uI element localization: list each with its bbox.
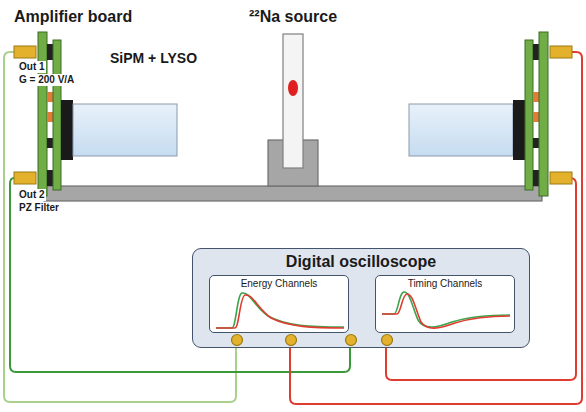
part-label: SiPM + LYSO — [110, 50, 197, 66]
sma-connector — [550, 172, 572, 184]
sipm — [61, 100, 73, 160]
pcb-board — [38, 32, 47, 196]
part-label: ²²Na source — [249, 8, 337, 26]
sma-connector — [550, 46, 572, 58]
screen-panel: Energy Channels — [209, 275, 349, 333]
bnc-input — [232, 335, 243, 346]
component — [533, 170, 539, 186]
component — [47, 44, 53, 60]
component — [533, 92, 539, 102]
sma-connector — [14, 46, 36, 58]
signal-name: Out 2 — [18, 189, 46, 201]
pcb-board — [53, 40, 61, 190]
lyso-crystal — [73, 104, 177, 156]
component — [533, 138, 539, 148]
box-title: Digital oscilloscope — [193, 253, 529, 271]
signal-trace — [382, 292, 510, 327]
component — [47, 112, 53, 122]
component — [47, 170, 53, 186]
pcb-board — [525, 40, 533, 190]
pcb-board — [539, 32, 548, 196]
source-holder — [283, 34, 303, 168]
screen-title: Timing Channels — [376, 278, 514, 289]
radioactive-source — [288, 80, 298, 96]
bnc-input — [382, 335, 393, 346]
gain-value: G = 200 V/A — [18, 74, 75, 86]
signal-trace — [216, 293, 344, 328]
cable — [290, 52, 582, 404]
lyso-crystal — [409, 104, 513, 156]
part-label: Amplifier board — [14, 8, 132, 26]
sipm — [513, 100, 525, 160]
filter-name: PZ Filter — [18, 202, 60, 214]
component — [47, 92, 53, 102]
right-detector — [409, 32, 572, 196]
component — [533, 44, 539, 60]
oscilloscope-box: Digital oscilloscopeEnergy Channels Timin… — [192, 248, 530, 348]
component — [533, 112, 539, 122]
bnc-input — [346, 335, 357, 346]
signal-name: Out 1 — [18, 61, 46, 73]
base-plate — [44, 186, 542, 201]
signal-trace — [382, 294, 510, 328]
signal-trace — [216, 295, 344, 328]
component — [47, 138, 53, 148]
sma-connector — [14, 172, 36, 184]
bnc-input — [286, 335, 297, 346]
screen-panel: Timing Channels — [375, 275, 515, 333]
screen-title: Energy Channels — [210, 278, 348, 289]
